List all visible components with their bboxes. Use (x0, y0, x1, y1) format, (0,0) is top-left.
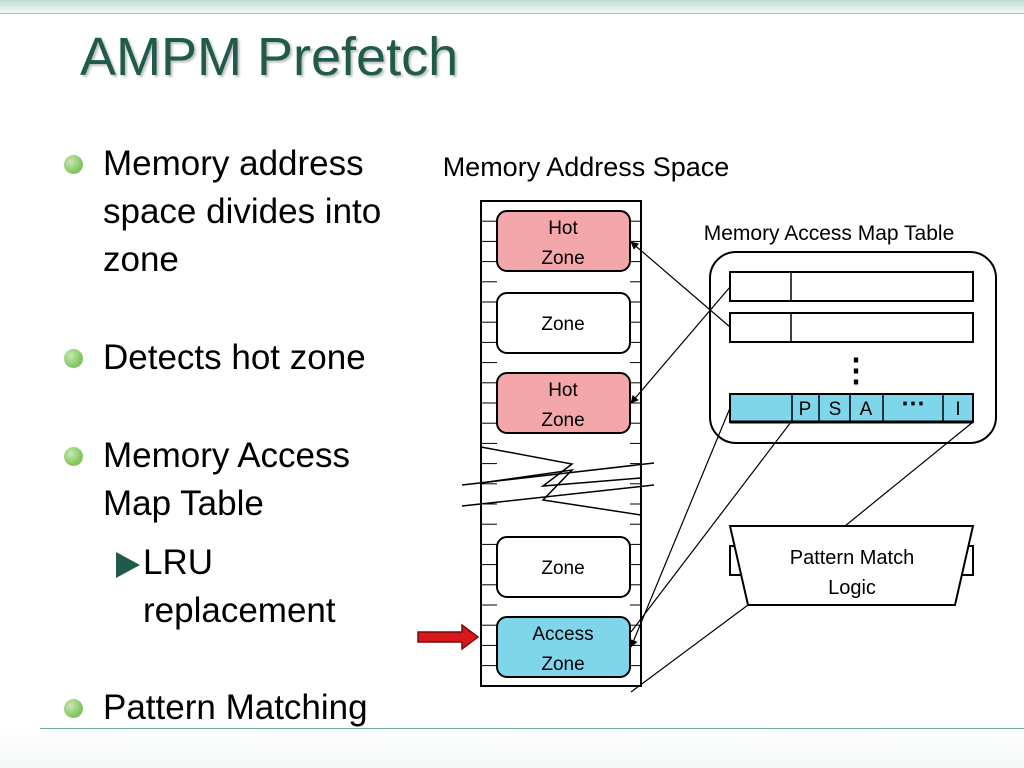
break-mark (461, 462, 655, 486)
memory-access-map-table-label: Memory Access Map Table (704, 222, 955, 245)
bullet-dot-icon (64, 447, 83, 466)
access-pointer-arrow-icon (417, 623, 480, 651)
zone-box: Hot Zone (496, 210, 631, 272)
pattern-match-logic-box (728, 525, 975, 606)
zone-label: Zone (541, 558, 584, 579)
map-table-entry (729, 312, 974, 343)
zone-box: Zone (496, 292, 631, 354)
map-cell-s: S (829, 399, 842, 420)
map-cell-a: A (860, 399, 873, 420)
zone-label: Access (532, 624, 593, 645)
bullet-dot-icon (64, 699, 83, 718)
zone-label: Hot (548, 380, 578, 401)
zone-label: Zone (541, 410, 584, 431)
bottom-decor-band (0, 729, 1024, 768)
sub-bullet-line-1: LRU (143, 543, 214, 582)
connector-lines (630, 241, 974, 693)
sub-bullet-line-2: replacement (143, 591, 336, 630)
break-mark (480, 446, 642, 487)
bullet-3-line-2: Map Table (103, 484, 264, 523)
sub-bullet-triangle-icon (116, 552, 140, 578)
map-cell-ellipsis: ⋯ (901, 390, 925, 417)
pattern-match-logic-label: Pattern Match (790, 547, 915, 569)
bullet-1-line-2: space divides into (103, 192, 382, 231)
slide-title: AMPM Prefetch (80, 27, 459, 87)
map-cell-i: I (955, 399, 960, 420)
bullet-4-line-1: Pattern Matching (103, 688, 368, 727)
vertical-ellipsis: ⋮ (840, 352, 872, 388)
top-decor-band (0, 0, 1024, 16)
bullet-dot-icon (64, 155, 83, 174)
memory-address-space-column (480, 200, 642, 687)
zone-label: Zone (541, 654, 584, 675)
top-decor-line (0, 13, 1024, 14)
bullet-1-line-3: zone (103, 240, 179, 279)
memory-row-lines (481, 220, 641, 667)
zone-label: Zone (541, 314, 584, 335)
bottom-decor-line (40, 728, 1024, 729)
map-table-active-entry (729, 393, 974, 423)
zone-label: Zone (541, 248, 584, 269)
break-mark (480, 468, 642, 516)
bullet-dot-icon (64, 349, 83, 368)
bullet-3-line-1: Memory Access (103, 436, 350, 475)
map-entry-cell-borders (791, 394, 944, 422)
memory-address-space-label: Memory Address Space (443, 152, 730, 182)
break-mark (461, 484, 655, 507)
bullet-2-line-1: Detects hot zone (103, 338, 366, 377)
map-cell-p: P (799, 399, 812, 420)
zone-box: Zone (496, 536, 631, 598)
map-table-entry (729, 271, 974, 302)
pattern-match-logic-label: Logic (828, 577, 876, 599)
zone-label: Hot (548, 218, 578, 239)
bullet-1-line-1: Memory address (103, 144, 364, 183)
zone-box: Access Zone (496, 616, 631, 678)
zone-box: Hot Zone (496, 372, 631, 434)
